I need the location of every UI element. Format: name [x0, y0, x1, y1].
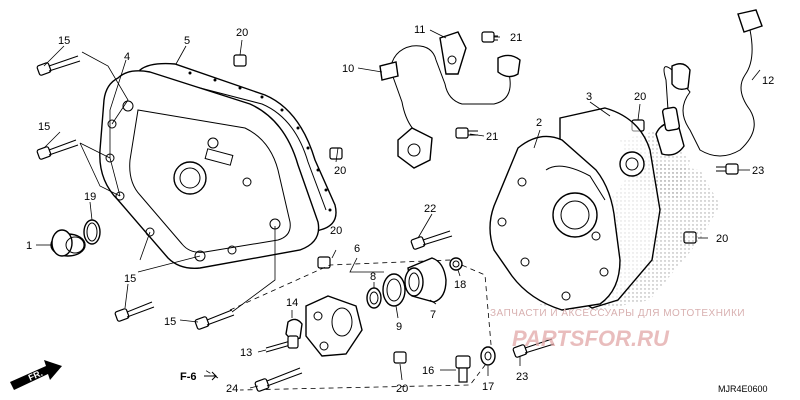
- bolt-23-lower: [512, 338, 555, 358]
- callout-23: 23: [516, 371, 528, 383]
- o-ring: [83, 219, 101, 245]
- callout-12: 12: [762, 75, 774, 87]
- callout-20: 20: [716, 233, 728, 245]
- callout-6: 6: [354, 243, 360, 255]
- callout-19: 17: [482, 381, 494, 393]
- callout-20: 20: [236, 27, 248, 39]
- bolt-15-mid: [36, 139, 79, 160]
- cap-7: [404, 257, 447, 303]
- figure-reference-label: F-6: [180, 371, 197, 383]
- washer-19: [480, 346, 496, 366]
- callout-7: 7: [430, 309, 436, 321]
- bolt-15-bottom: [194, 309, 235, 330]
- callout-10: 10: [342, 63, 354, 75]
- leader-lines-center: [249, 249, 489, 389]
- watermark-logo: PARTSFOR.RU: [512, 326, 670, 351]
- bolt-24: [254, 367, 303, 392]
- callout-4: 4: [124, 51, 130, 63]
- callout-20: 20: [330, 225, 342, 237]
- callout-15: 15: [38, 121, 50, 133]
- callout-21: 21: [486, 131, 498, 143]
- watermark-caption: ЗАПЧАСТИ И АКСЕССУАРЫ ДЛЯ МОТОТЕХНИКИ: [490, 308, 745, 319]
- callout-5: 5: [184, 35, 190, 47]
- bolt-23-upper: [410, 230, 453, 250]
- figure-reference: F-6: [180, 371, 218, 383]
- leader-lines-right: [417, 69, 761, 366]
- callout-20: 20: [634, 91, 646, 103]
- leader-lines-left: [36, 39, 339, 323]
- bolt-18: [455, 355, 471, 383]
- pulser-6: [305, 295, 363, 357]
- callout-20: 20: [334, 165, 346, 177]
- callout-24: 24: [226, 383, 238, 395]
- bolt-22: [716, 163, 739, 175]
- oil-cap: [50, 229, 86, 257]
- callout-15: 15: [124, 273, 136, 285]
- bolt-15-top: [36, 55, 81, 76]
- callout-11: 11: [414, 24, 425, 36]
- bolt-13: [265, 335, 299, 353]
- sensor-harness: [379, 31, 521, 169]
- callout-16: 18: [454, 279, 466, 291]
- callout-3: 3: [586, 91, 592, 103]
- bolt-15-low: [114, 301, 155, 322]
- callout-2: 2: [536, 117, 542, 129]
- seal-8: [366, 287, 382, 309]
- front-arrow: FR.: [10, 360, 62, 390]
- callout-9: 9: [396, 321, 402, 333]
- callout-15: 15: [58, 35, 70, 47]
- inner-cover: [99, 70, 320, 269]
- callout-1: 1: [26, 240, 32, 252]
- callout-21: 21: [510, 32, 522, 44]
- callout-22: 23: [752, 165, 764, 177]
- callout-14: 14: [286, 297, 298, 309]
- callout-18: 16: [422, 365, 434, 377]
- harness-12: [655, 9, 763, 157]
- callout-15: 15: [164, 316, 176, 328]
- nut-16: [449, 257, 463, 271]
- right-cover-inner: [489, 135, 645, 311]
- callout-13: 13: [240, 347, 252, 359]
- callout-20: 20: [396, 383, 408, 395]
- callout-17: 19: [84, 191, 96, 203]
- callout-23: 22: [424, 203, 436, 215]
- diagram-code: MJR4E0600: [718, 384, 768, 394]
- callout-8: 8: [370, 271, 376, 283]
- leader-lines-sensor: [357, 29, 500, 137]
- seal-9: [382, 273, 406, 307]
